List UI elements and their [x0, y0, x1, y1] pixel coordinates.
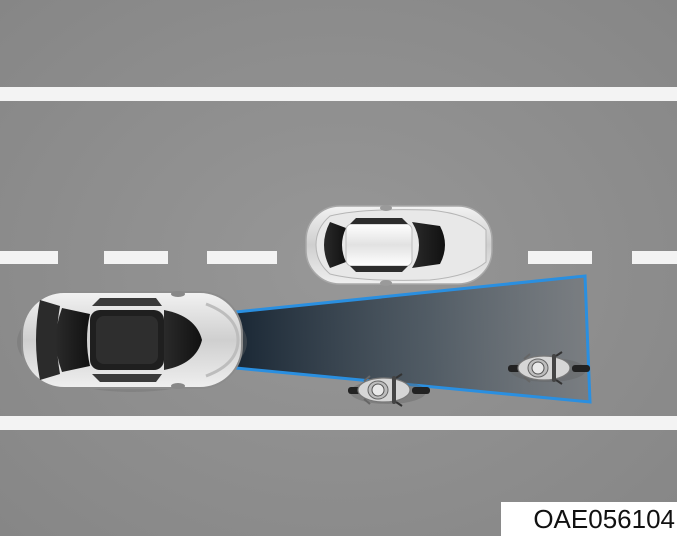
- lane-line-dashed: [0, 251, 677, 264]
- lane-line-bottom: [0, 416, 677, 430]
- motorcycle-rider-icon: [348, 373, 430, 407]
- lane-line-top: [0, 87, 677, 101]
- adjacent-vehicle-icon: [305, 205, 493, 286]
- figure-code-label: OAE056104: [501, 502, 677, 536]
- host-vehicle-icon: [17, 291, 247, 392]
- motorcycle-rider-icon: [508, 351, 590, 385]
